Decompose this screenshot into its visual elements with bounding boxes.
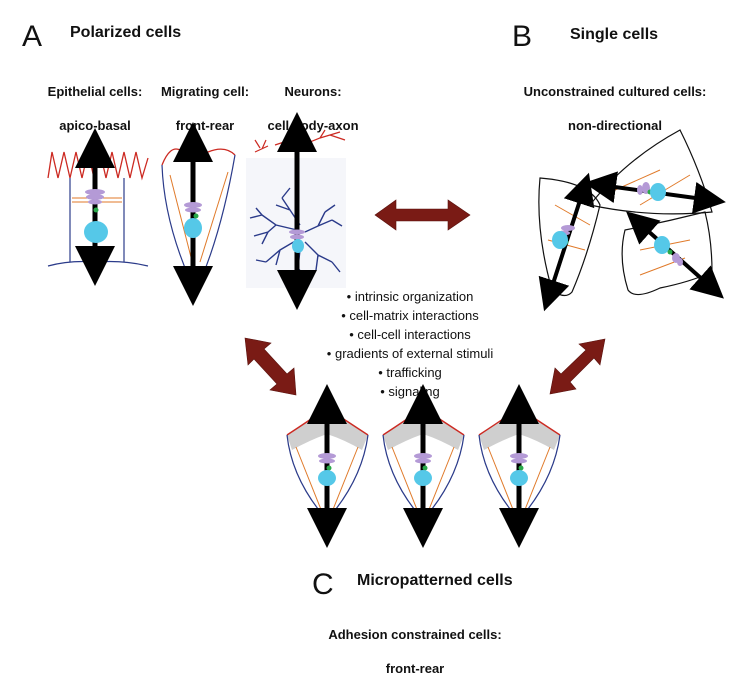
panel-a-letter: A: [22, 20, 43, 53]
factor-item: • intrinsic organization: [346, 289, 474, 304]
micropatterned-cell-2: [382, 384, 465, 548]
single-cells-label-line1: Unconstrained cultured cells:: [523, 84, 707, 99]
factor-item: • cell-cell interactions: [349, 327, 471, 342]
diagram-canvas: [47, 112, 726, 548]
centrosome: [518, 465, 524, 471]
golgi: [289, 229, 305, 235]
golgi: [561, 225, 575, 231]
centrosome: [326, 465, 332, 471]
centrosome: [667, 249, 673, 255]
migrating-label-line1: Migrating cell:: [160, 84, 250, 99]
single-cells-label: Unconstrained cultured cells: non-direct…: [505, 66, 725, 151]
factor-item: • gradients of external stimuli: [326, 346, 494, 361]
golgi: [85, 189, 105, 195]
factors-list: • intrinsic organization • cell-matrix i…: [300, 287, 520, 401]
epithelial-label-line1: Epithelial cells:: [47, 84, 143, 99]
panel-b-letter: B: [512, 20, 533, 53]
neuron-cell: [246, 112, 346, 310]
leading-edge: [161, 148, 236, 166]
micropatterned-cell-3: [478, 384, 561, 548]
nucleus: [654, 236, 670, 254]
factor-item: • trafficking: [378, 365, 442, 380]
golgi: [184, 202, 202, 208]
nucleus: [650, 183, 666, 201]
nucleus: [414, 470, 432, 486]
single-cell-1: [538, 172, 601, 312]
nucleus: [184, 218, 202, 238]
single-cells-label-line2: non-directional: [568, 118, 662, 133]
nucleus: [510, 470, 528, 486]
nucleus: [292, 239, 304, 253]
axon-terminal: [254, 129, 346, 153]
panel-b-title: Single cells: [570, 26, 659, 43]
nucleus: [552, 231, 568, 249]
micropatterned-label-line2: front-rear: [385, 661, 445, 676]
centrosome: [93, 207, 99, 213]
micropatterned-label-line1: Adhesion constrained cells:: [328, 627, 502, 642]
panel-a-title: Polarized cells: [70, 24, 182, 41]
golgi: [510, 453, 528, 459]
golgi: [318, 453, 336, 459]
double-arrow-a-c: [244, 337, 297, 396]
factor-item: • cell-matrix interactions: [341, 308, 479, 323]
panel-c-title: Micropatterned cells: [357, 572, 513, 589]
epithelial-cell: [47, 128, 149, 286]
centrosome: [193, 213, 199, 219]
double-arrow-a-b: [374, 199, 471, 231]
double-arrow-b-c: [549, 338, 606, 395]
nucleus: [318, 470, 336, 486]
apical-microvilli: [47, 151, 149, 181]
single-cell-2: [584, 129, 726, 215]
neuron-label-line1: Neurons:: [284, 84, 342, 99]
centrosome: [422, 465, 428, 471]
panel-c-letter: C: [312, 568, 334, 601]
micropatterned-cell-1: [286, 384, 369, 548]
migrating-cell: [161, 122, 236, 306]
nucleus: [84, 221, 108, 243]
single-cell-3: [621, 211, 724, 299]
golgi: [414, 453, 432, 459]
